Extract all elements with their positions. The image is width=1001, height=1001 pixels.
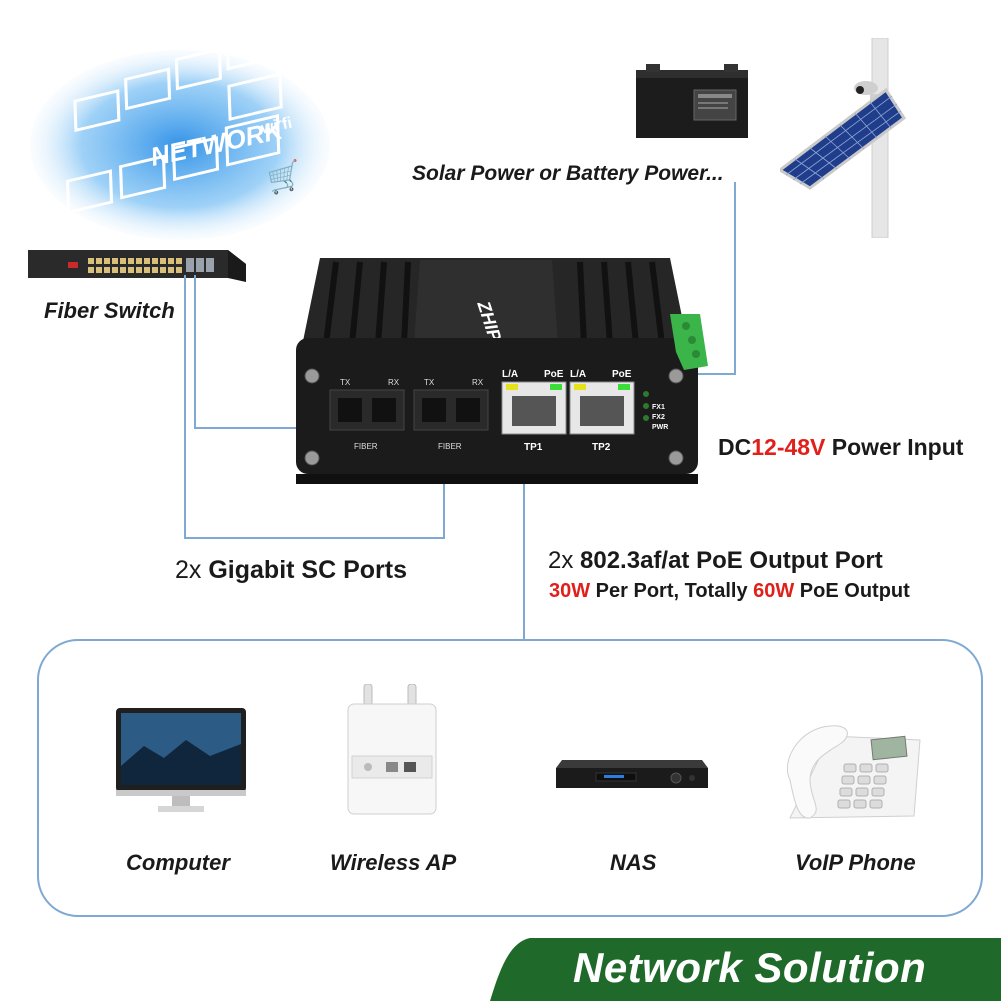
svg-text:RX: RX xyxy=(472,378,484,387)
solar-power-label: Solar Power or Battery Power... xyxy=(412,162,724,185)
power-link xyxy=(690,182,736,375)
svg-text:TX: TX xyxy=(340,378,351,387)
svg-text:RX: RX xyxy=(388,378,400,387)
rj45-port-tp1 xyxy=(501,381,567,435)
endpoints-frame xyxy=(37,639,983,917)
rj45-port-tp2 xyxy=(569,381,635,435)
svg-text:FIBER: FIBER xyxy=(354,442,378,451)
endpoint-label-computer: Computer xyxy=(126,850,230,875)
svg-text:TX: TX xyxy=(424,378,435,387)
wireless-ap-image xyxy=(347,684,437,815)
endpoint-label-nas: NAS xyxy=(610,850,657,875)
svg-text:FX1: FX1 xyxy=(652,404,665,411)
nas-image xyxy=(556,760,708,788)
banner-title: Network Solution xyxy=(573,944,927,991)
svg-text:PoE: PoE xyxy=(612,369,632,380)
network-cloud-graphic: NETWORK wi fi 🛒 xyxy=(30,40,330,240)
battery-image xyxy=(636,64,748,138)
endpoint-label-wireless-ap: Wireless AP xyxy=(330,850,457,875)
fiber-link-2 xyxy=(184,275,445,539)
svg-text:PoE: PoE xyxy=(544,369,564,380)
fiber-switch-label: Fiber Switch xyxy=(44,298,175,323)
sc-port-2 xyxy=(413,389,489,431)
voip-phone-image xyxy=(786,725,921,819)
solar-panel-image xyxy=(780,38,907,238)
svg-text:FIBER: FIBER xyxy=(438,442,462,451)
svg-text:PWR: PWR xyxy=(652,424,668,431)
svg-text:L/A: L/A xyxy=(570,369,586,380)
fiber-link-1 xyxy=(194,275,345,429)
svg-text:FX2: FX2 xyxy=(652,414,665,421)
computer-image xyxy=(116,708,246,812)
sc-ports-label: 2x Gigabit SC Ports xyxy=(175,556,407,584)
sc-port-1 xyxy=(329,389,405,431)
wifi-label: wi fi xyxy=(259,115,294,138)
fiber-switch-image xyxy=(28,250,246,282)
svg-text:TP2: TP2 xyxy=(592,442,611,453)
svg-text:L/A: L/A xyxy=(502,369,518,380)
dc-power-label: DC12-48V Power Input xyxy=(718,434,964,460)
endpoint-label-voip-phone: VoIP Phone xyxy=(795,850,916,875)
svg-text:TP1: TP1 xyxy=(524,442,543,453)
banner-shape xyxy=(490,938,1001,1001)
poe-power-label: 30W Per Port, Totally 60W PoE Output xyxy=(549,580,910,602)
poe-output-label: 2x 802.3af/at PoE Output Port xyxy=(548,547,883,574)
